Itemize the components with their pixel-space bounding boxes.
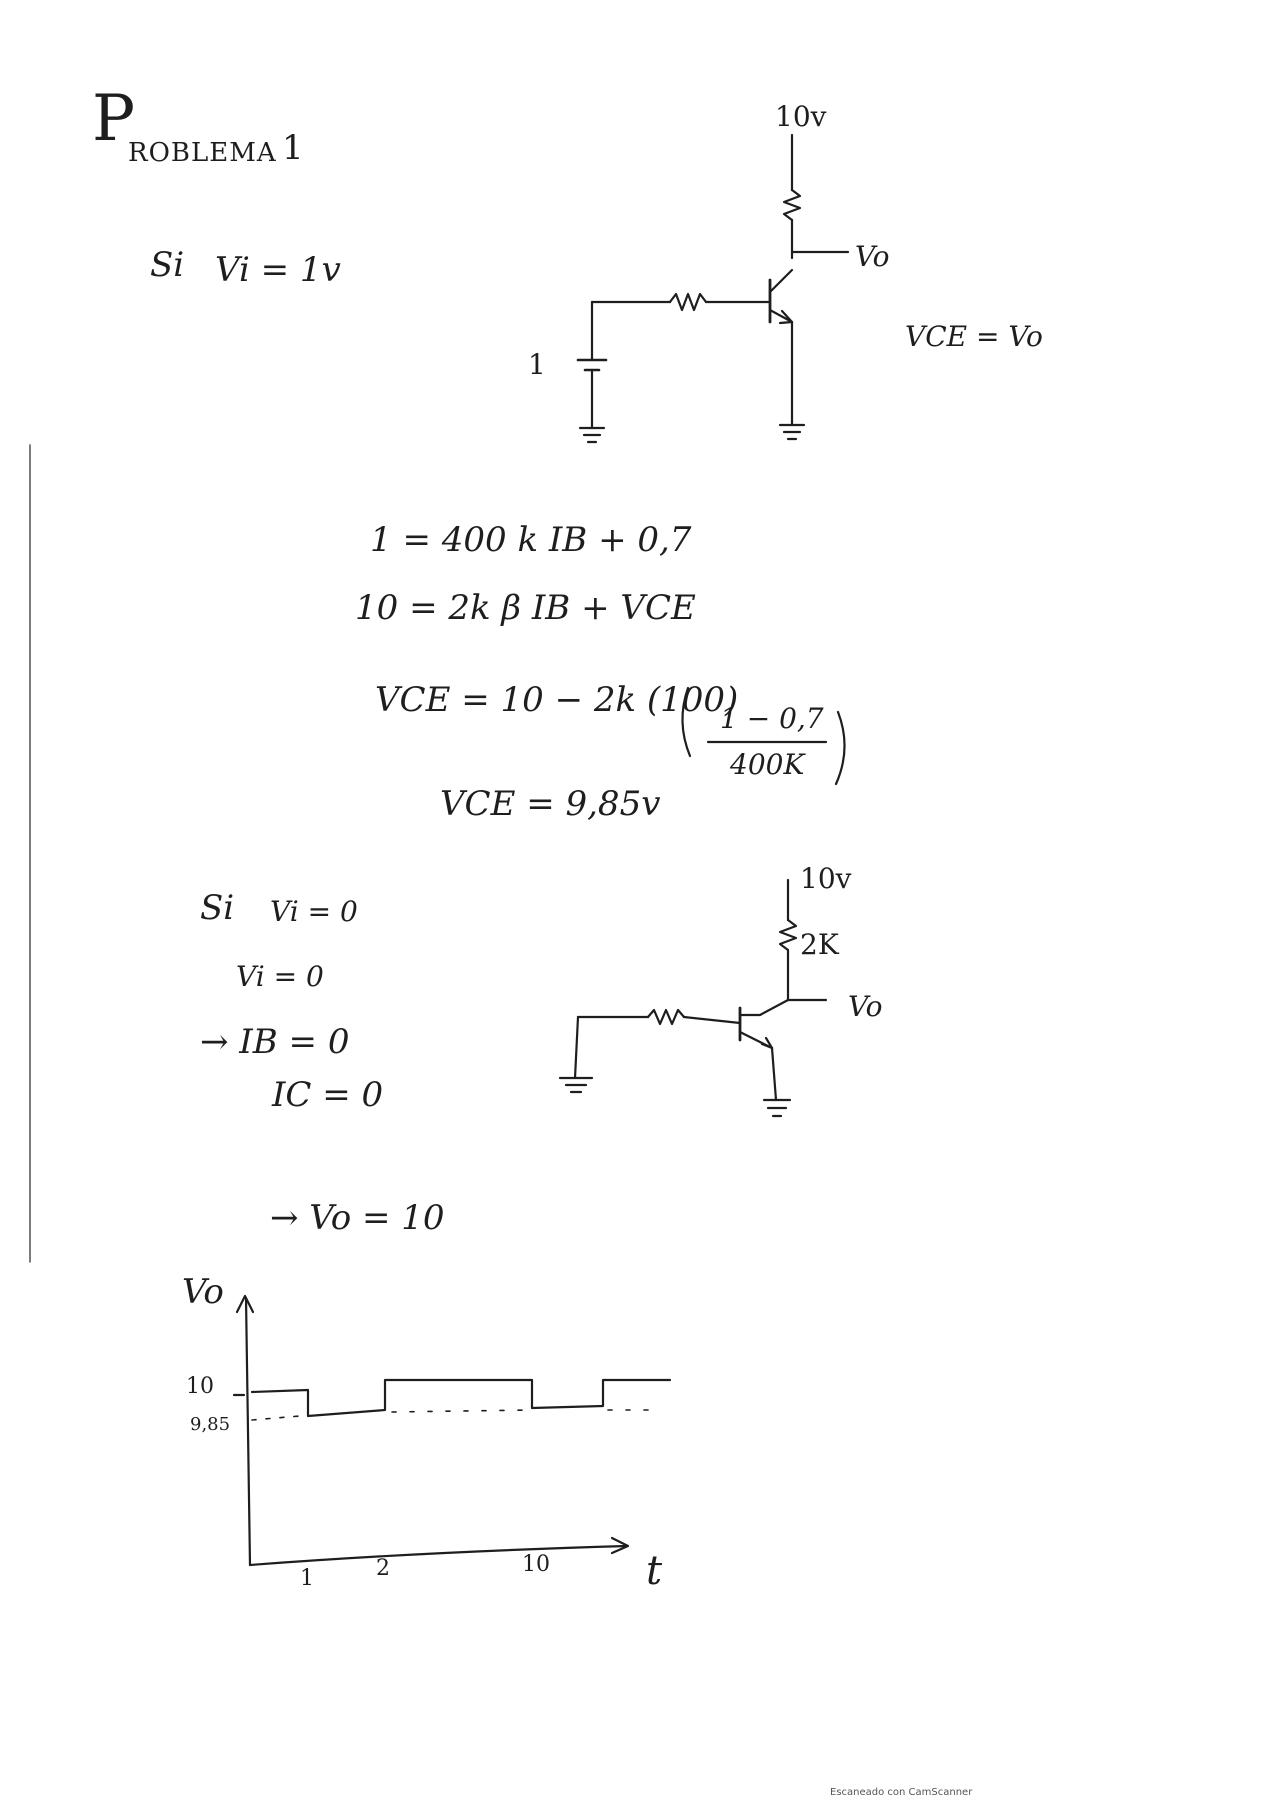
vce-result: VCE = 9,85v [440, 784, 661, 824]
title-number: 1 [282, 128, 304, 168]
circuit1-supply-label: 10v [775, 100, 827, 133]
circuit1-source-label: 1 [528, 348, 546, 381]
graph-x-label: t [646, 1548, 663, 1594]
circuit-2 [558, 878, 828, 1118]
graph-y-tick-10: 10 [186, 1374, 214, 1399]
fraction-denominator: 400K [730, 748, 805, 781]
case1-condition: Vi = 1v [215, 250, 341, 290]
scanner-footer: Escaneado con CamScanner [830, 1787, 973, 1798]
circuit2-resistor-label: 2K [800, 928, 839, 961]
graph-x-tick-2: 2 [376, 1556, 390, 1581]
case2-line-ic: IC = 0 [272, 1075, 384, 1115]
case2-line-ib: → IB = 0 [200, 1022, 350, 1062]
equation-3: VCE = 10 − 2k (100) [375, 680, 739, 720]
fraction-numerator: 1 − 0,7 [720, 702, 824, 735]
title-initial: P [92, 82, 136, 156]
circuit1-output-label: Vo [855, 240, 890, 273]
circuit-1 [576, 133, 850, 444]
graph-x-tick-1: 1 [300, 1566, 314, 1591]
vce-note: VCE = Vo [905, 320, 1043, 353]
graph-x-tick-10: 10 [522, 1552, 550, 1577]
case1-prefix: Si [150, 245, 185, 285]
case2-line-vi: Vi = 0 [236, 960, 324, 993]
title-text: ROBLEMA [128, 138, 277, 168]
graph-y-label: Vo [182, 1272, 224, 1312]
case2-prefix: Si [200, 888, 235, 928]
case2-condition: Vi = 0 [270, 895, 358, 928]
equation-2: 10 = 2k β IB + VCE [355, 588, 696, 628]
circuit2-supply-label: 10v [800, 862, 852, 895]
vo-graph [232, 1294, 672, 1567]
case2-result: → Vo = 10 [270, 1198, 445, 1238]
graph-y-tick-985: 9,85 [190, 1414, 231, 1435]
equation-1: 1 = 400 k IB + 0,7 [370, 520, 692, 560]
fraction-drawing [681, 686, 846, 786]
circuit2-output-label: Vo [848, 990, 883, 1023]
